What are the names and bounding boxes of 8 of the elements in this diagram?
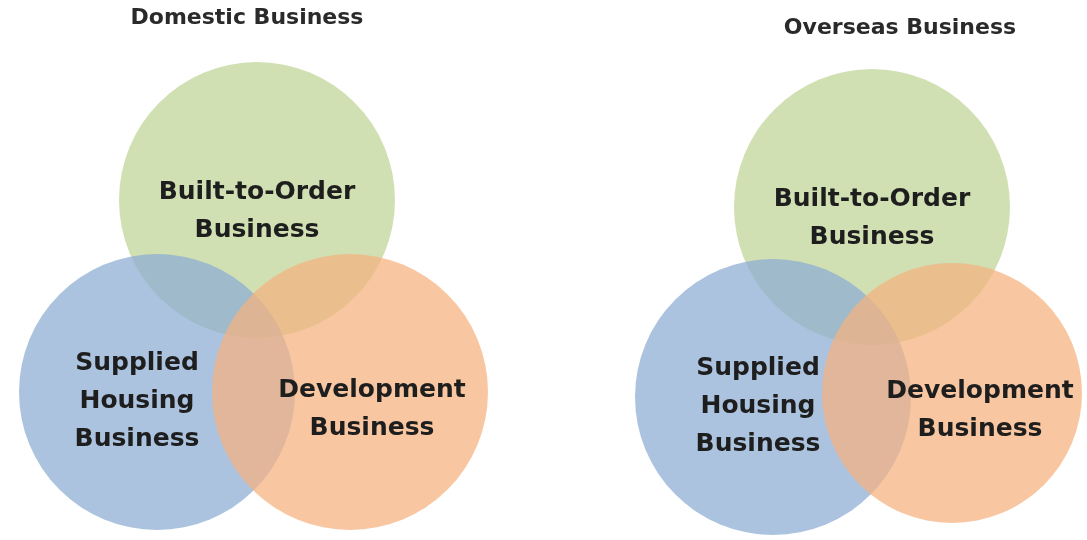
diagram-heading: Domestic Business bbox=[130, 4, 364, 29]
circle-label: Supplied Housing Business bbox=[694, 351, 822, 459]
circle-label: Built-to-Order Business bbox=[772, 182, 972, 252]
diagram-heading: Overseas Business bbox=[783, 14, 1017, 39]
circle-label: Development Business bbox=[885, 374, 1075, 444]
circle-label: Built-to-Order Business bbox=[157, 175, 357, 245]
circle-label: Supplied Housing Business bbox=[73, 346, 201, 454]
circle-label: Development Business bbox=[277, 373, 467, 443]
